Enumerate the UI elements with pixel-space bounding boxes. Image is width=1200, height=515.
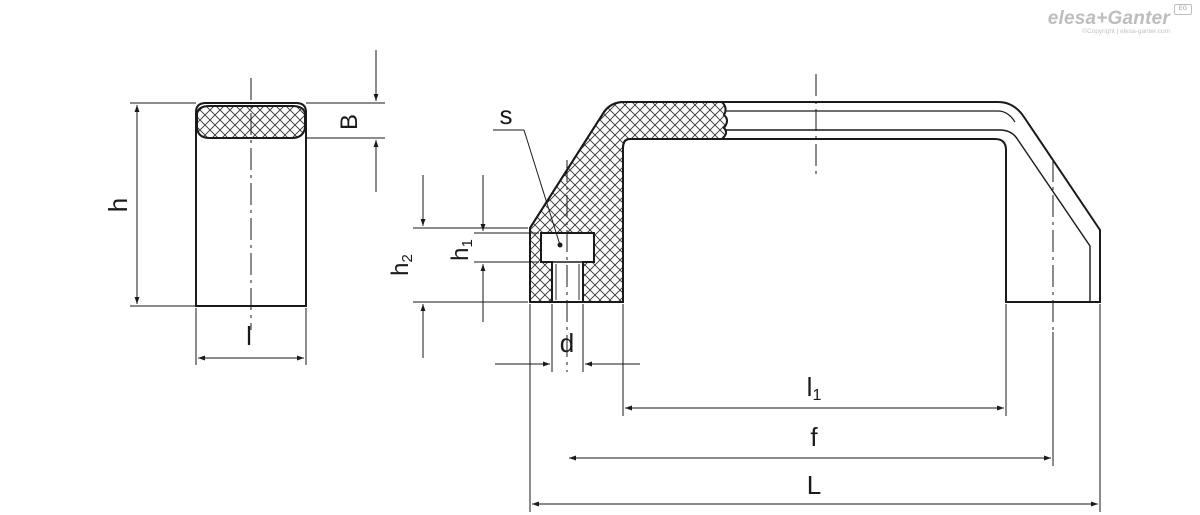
label-L: L xyxy=(807,470,821,500)
label-B: B xyxy=(336,114,363,130)
handle-inner-line xyxy=(725,129,1091,302)
label-l: l xyxy=(246,321,252,351)
brand-name: elesa+Ganter xyxy=(1047,8,1170,29)
side-view xyxy=(130,50,385,365)
front-view xyxy=(413,74,1101,512)
label-d: d xyxy=(560,328,574,358)
brand-mark-icon: EG xyxy=(1174,4,1192,15)
label-h1: h1 xyxy=(447,239,476,261)
brand-copyright: ©Copyright | elesa-ganter.com xyxy=(1082,28,1170,35)
brand-watermark: elesa+Ganter ©Copyright | elesa-ganter.c… xyxy=(1047,4,1192,35)
label-f: f xyxy=(810,422,818,452)
label-h2: h2 xyxy=(387,254,416,276)
label-h: h xyxy=(103,198,133,212)
label-l1: l1 xyxy=(807,372,822,404)
label-s: s xyxy=(500,100,513,130)
side-view-body xyxy=(195,102,307,307)
